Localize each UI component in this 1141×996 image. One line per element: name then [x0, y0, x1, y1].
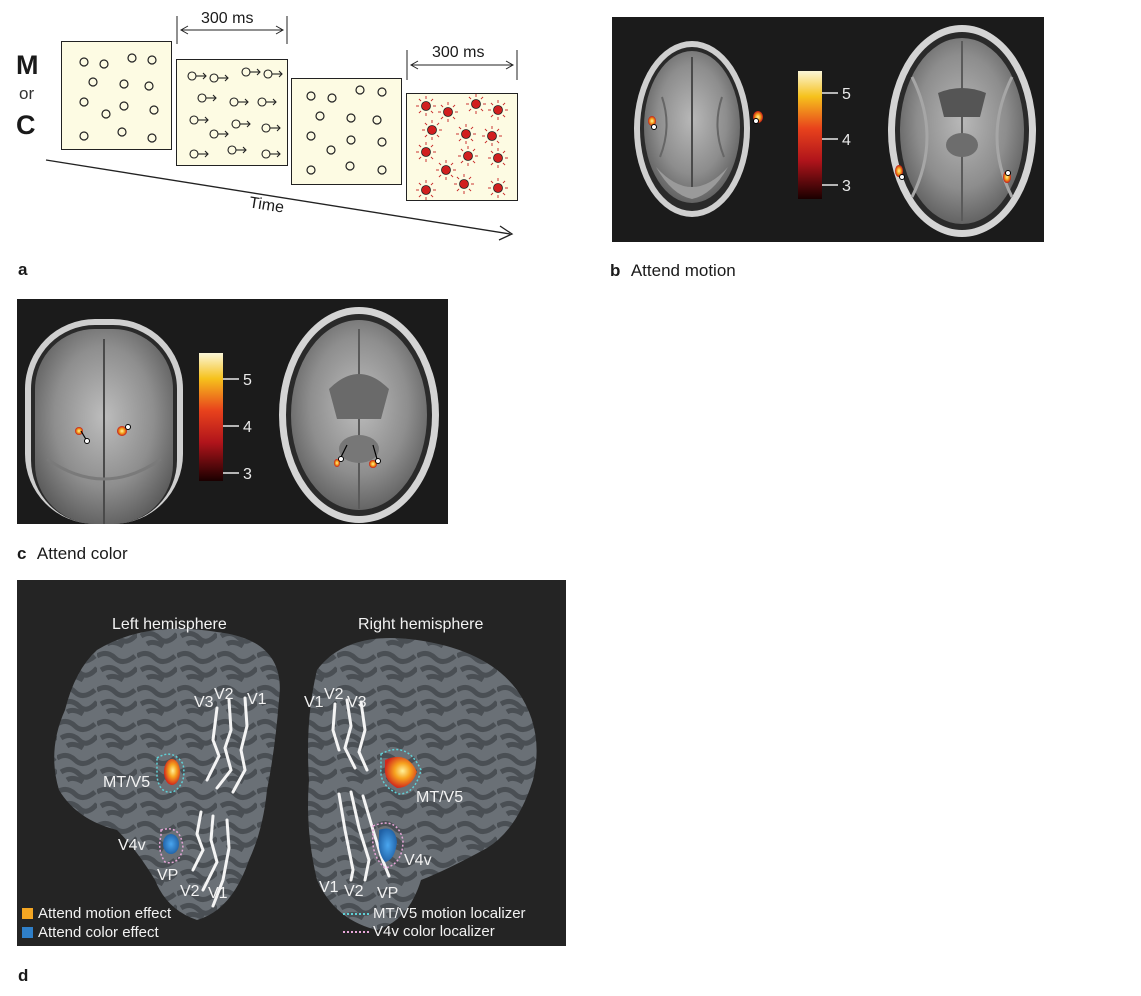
left-v4v-localizer-outline — [158, 828, 184, 864]
right-flatmap — [308, 638, 537, 930]
right-color-effect-blob — [378, 828, 397, 862]
panel-d-flatmaps: Left hemisphere Right hemisphere V3 V2 V… — [22, 616, 537, 941]
panel-c-image: 5 4 3 — [17, 299, 448, 524]
colorbar-c-tick-5: 5 — [243, 372, 252, 389]
frame3-dots — [306, 85, 387, 175]
left-label-v1: V1 — [247, 691, 267, 708]
interval-2-label: 300 ms — [432, 44, 485, 61]
right-label-mt: MT/V5 — [416, 789, 463, 806]
colorbar-tick-3: 3 — [842, 178, 851, 195]
red-flash-dot — [488, 148, 508, 168]
left-area-boundaries — [191, 696, 249, 908]
colorbar-tick-5: 5 — [842, 86, 851, 103]
left-label-v2: V2 — [214, 686, 234, 703]
right-label-vp: VP — [377, 885, 398, 902]
right-label-v2: V2 — [324, 686, 344, 703]
right-hemisphere-title: Right hemisphere — [358, 616, 484, 633]
panel-b-brain-slices: 5 4 3 — [634, 25, 1036, 237]
right-mt-localizer-outline — [380, 748, 422, 795]
right-label-v1: V1 — [304, 694, 324, 711]
right-motion-effect-blob — [384, 756, 417, 788]
axial-slice-c — [279, 307, 439, 523]
panel-c-letter: c — [17, 544, 27, 563]
left-mt-localizer-outline — [156, 753, 185, 793]
red-flash-dot — [456, 124, 476, 144]
legend-motion-swatch — [22, 908, 33, 919]
legend-motion-effect: Attend motion effect — [38, 905, 172, 922]
red-flash-dot — [488, 178, 508, 198]
colorbar-c-tick-3: 3 — [243, 466, 252, 483]
panel-d-image: Left hemisphere Right hemisphere V3 V2 V… — [17, 580, 566, 946]
panel-b-letter: b — [610, 261, 621, 280]
condition-m-label: M — [16, 50, 39, 80]
left-color-effect-blob — [163, 834, 179, 854]
colorbar — [798, 71, 822, 199]
frame4-color-dots — [416, 94, 508, 200]
interval-bracket-1 — [176, 16, 288, 44]
interval-bracket-2 — [406, 50, 518, 80]
condition-or-label: or — [19, 84, 35, 103]
panel-c-brain-slices: 5 4 3 — [25, 307, 439, 524]
red-flash-dot — [482, 126, 502, 146]
panel-b-title: Attend motion — [630, 261, 736, 280]
panel-b-image: 5 4 3 — [612, 17, 1044, 242]
coronal-slice — [634, 41, 763, 217]
frame1-dots — [79, 53, 159, 143]
right-area-boundaries — [331, 698, 391, 882]
left-label-v1-lower: V1 — [208, 885, 228, 902]
red-flash-dot — [416, 96, 436, 116]
red-flash-dot — [416, 142, 436, 162]
right-label-v2-lower: V2 — [344, 883, 364, 900]
condition-c-label: C — [16, 110, 36, 140]
legend-v4v-localizer: V4v color localizer — [373, 923, 495, 940]
red-flash-dot — [436, 160, 456, 180]
red-flash-dot — [438, 102, 458, 122]
red-flash-dot — [458, 146, 478, 166]
colorbar-tick-4: 4 — [842, 132, 851, 149]
red-flash-dot — [422, 120, 442, 140]
left-hemisphere-title: Left hemisphere — [112, 616, 227, 633]
right-label-v1-lower: V1 — [319, 879, 339, 896]
interval-1-label: 300 ms — [201, 10, 254, 27]
panel-a-letter: a — [18, 260, 28, 279]
right-v4v-localizer-outline — [372, 822, 404, 869]
panel-c-title: Attend color — [36, 544, 128, 563]
legend-color-swatch — [22, 927, 33, 938]
left-label-v4v: V4v — [118, 837, 146, 854]
stimulus-frame-motion — [176, 59, 288, 166]
stimulus-frame-static-1 — [61, 41, 172, 150]
axial-slice — [888, 25, 1036, 237]
legend-color-effect: Attend color effect — [38, 924, 159, 941]
left-motion-effect-blob — [164, 759, 180, 785]
legend-mt-localizer: MT/V5 motion localizer — [373, 905, 526, 922]
panel-d-letter: d — [18, 966, 29, 985]
coronal-slice-c — [25, 319, 183, 524]
left-label-v3: V3 — [194, 694, 214, 711]
colorbar-c-tick-4: 4 — [243, 419, 252, 436]
panel-b-caption: b Attend motion — [610, 261, 736, 281]
frame2-moving-dots — [187, 67, 283, 159]
red-flash-dot — [488, 100, 508, 120]
colorbar-c — [199, 353, 223, 481]
red-flash-dot — [454, 174, 474, 194]
panel-c-caption: c Attend color — [17, 544, 128, 564]
panel-a: M or C — [0, 0, 560, 290]
left-label-v2-lower: V2 — [180, 883, 200, 900]
left-label-vp: VP — [157, 867, 178, 884]
red-flash-dot — [416, 180, 436, 200]
right-label-v4v: V4v — [404, 852, 432, 869]
left-label-mt: MT/V5 — [103, 774, 150, 791]
time-arrow-line — [45, 159, 511, 235]
panel-a-graphics — [45, 16, 518, 241]
time-arrow-head — [498, 225, 514, 241]
right-label-v3: V3 — [347, 694, 367, 711]
red-flash-dot — [466, 94, 486, 114]
